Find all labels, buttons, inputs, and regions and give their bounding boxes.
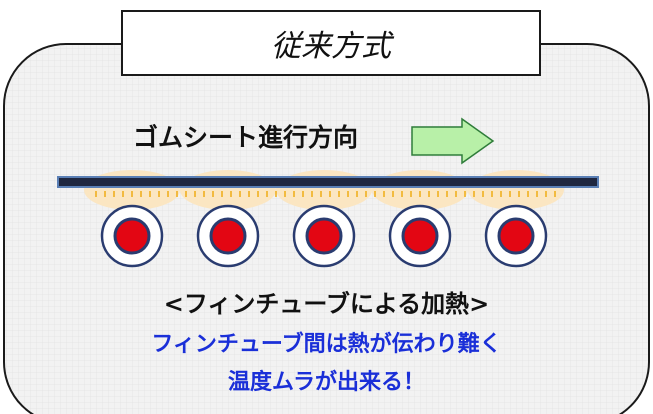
fin-tube-row [100, 204, 548, 268]
title-box: 従来方式 [121, 10, 541, 76]
caption-heating: <フィンチューブによる加熱> [163, 290, 490, 318]
tube-core [497, 217, 535, 255]
fin-tube-icon [100, 204, 164, 268]
tube-core [401, 217, 439, 255]
heat-dot-layer [95, 191, 556, 197]
rubber-sheet [57, 176, 599, 188]
fin-tube-icon [292, 204, 356, 268]
fin-tube-icon [484, 204, 548, 268]
fin-tube-icon [196, 204, 260, 268]
page-title: 従来方式 [271, 29, 391, 64]
tube-core [113, 217, 151, 255]
fin-tube-icon [388, 204, 452, 268]
caption-note-line1: フィンチューブ間は熱が伝わり難く [151, 332, 502, 357]
direction-label: ゴムシート進行方向 [133, 123, 359, 152]
caption-note-line2: 温度ムラが出来る！ [228, 370, 425, 395]
tube-core [305, 217, 343, 255]
tube-core [209, 217, 247, 255]
right-arrow-icon [411, 117, 495, 165]
